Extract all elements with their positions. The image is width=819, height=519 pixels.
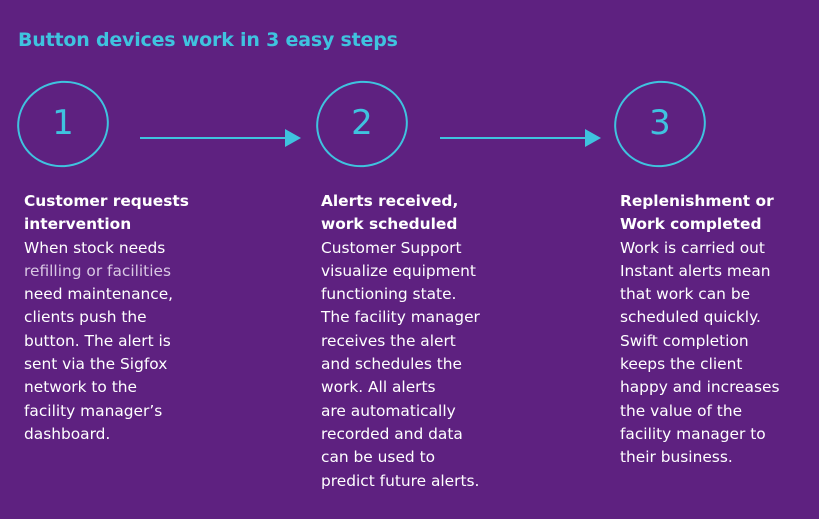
step-1-body-line: network to the — [24, 378, 137, 397]
step-3-body-line: keeps the client — [620, 355, 743, 374]
step-3-body-line: the value of the — [620, 401, 743, 420]
diagram-title: Button devices work in 3 easy steps — [18, 29, 398, 51]
step-1-description: Customer requests intervention When stoc… — [24, 190, 224, 446]
step-2-body-line: predict future alerts. — [321, 471, 480, 490]
step-2-description: Alerts received, work scheduled Customer… — [321, 190, 521, 493]
arrow-right-icon — [440, 128, 602, 148]
step-3-body-line: happy and increases — [620, 378, 780, 397]
step-1-heading: Customer requests intervention — [24, 190, 224, 237]
step-1-body-line: When stock needs — [24, 238, 166, 257]
step-3-number: 3 — [649, 103, 671, 143]
step-2-number: 2 — [351, 103, 373, 143]
step-2-body-line: receives the alert — [321, 331, 456, 350]
step-2-heading-line: Alerts received, — [321, 192, 459, 210]
step-2-body-line: work. All alerts — [321, 378, 436, 397]
step-2-body-line: visualize equipment — [321, 261, 476, 280]
step-3-heading-line: Work completed — [620, 215, 762, 234]
step-1-body-line: sent via the Sigfox — [24, 355, 168, 374]
arrow-right-icon — [140, 128, 302, 148]
step-3-body-line: their business. — [620, 448, 733, 467]
step-3-body-line: scheduled quickly. — [620, 308, 761, 327]
step-2-body-line: are automatically — [321, 401, 456, 420]
step-3-body-line: Work is carried out — [620, 238, 765, 257]
step-1-body-line: refilling or facilities — [24, 261, 171, 280]
step-2-heading: Alerts received, work scheduled — [321, 190, 521, 237]
step-2-body-line: functioning state. — [321, 285, 457, 304]
step-2-body-line: can be used to — [321, 448, 436, 467]
step-2-body: Customer Support visualize equipment fun… — [321, 237, 521, 493]
step-3-heading: Replenishment or Work completed — [620, 190, 819, 237]
step-1-body-line: facility manager’s — [24, 401, 163, 420]
step-1-body-line: button. The alert is — [24, 331, 171, 350]
step-3-heading-line: Replenishment or — [620, 192, 774, 210]
step-3-body-line: Instant alerts mean — [620, 261, 771, 280]
step-2-body-line: and schedules the — [321, 355, 462, 374]
step-3-body-line: facility manager to — [620, 424, 766, 443]
step-1-body-line: need maintenance, — [24, 285, 174, 304]
step-1-body: When stock needs refilling or facilities… — [24, 237, 224, 447]
step-1-heading-line: Customer requests — [24, 192, 189, 210]
step-2-heading-line: work scheduled — [321, 215, 458, 234]
step-2-body-line: The facility manager — [321, 308, 480, 327]
step-1-body-line: clients push the — [24, 308, 147, 327]
step-3-description: Replenishment or Work completed Work is … — [620, 190, 819, 470]
step-1-body-line: dashboard. — [24, 424, 111, 443]
step-2-body-line: recorded and data — [321, 424, 463, 443]
step-3-body-line: Swift completion — [620, 331, 749, 350]
step-3-body-line: that work can be — [620, 285, 751, 304]
step-2-body-line: Customer Support — [321, 238, 462, 257]
step-1-heading-line: intervention — [24, 215, 132, 234]
step-1-number: 1 — [52, 103, 74, 143]
step-3-body: Work is carried out Instant alerts mean … — [620, 237, 819, 470]
